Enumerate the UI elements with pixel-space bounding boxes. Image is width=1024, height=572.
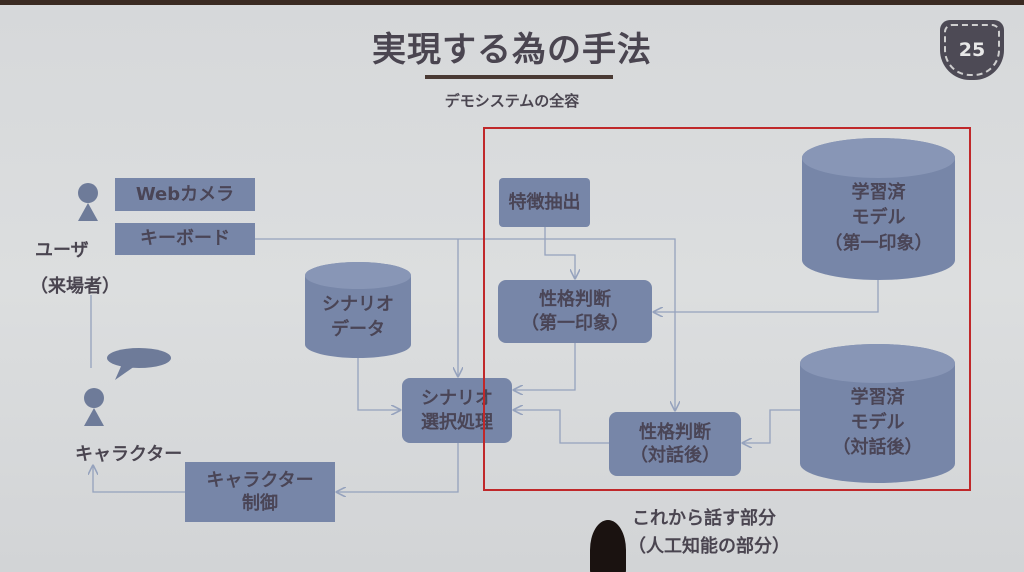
line-model-dialog	[743, 409, 800, 443]
personality-dialog-line2: （対話後）	[630, 445, 720, 466]
personality-dialog-box: 性格判断 （対話後）	[609, 412, 741, 476]
scenario-data-line2: データ	[331, 319, 385, 340]
user-person-icon	[76, 183, 100, 223]
speech-bubble-icon	[107, 348, 171, 380]
line-select-control	[337, 443, 459, 492]
line-model-first	[654, 280, 879, 312]
user-sub-label: （来場者）	[30, 276, 120, 297]
personality-dialog-line1: 性格判断	[639, 421, 711, 443]
model-first-line2: モデル	[851, 207, 906, 229]
line-first-select	[514, 343, 576, 390]
character-control-box: キャラクター 制御	[185, 462, 335, 522]
title-underline	[425, 75, 613, 79]
character-person-icon	[82, 388, 106, 428]
slide-title: 実現する為の手法	[372, 30, 652, 70]
page-number-badge: 25	[940, 20, 1004, 80]
ai-note-line2: （人工知能の部分）	[628, 536, 790, 557]
personality-first-box: 性格判断 （第一印象）	[498, 280, 652, 343]
scenario-select-line2: 選択処理	[421, 411, 493, 433]
character-label: キャラクター	[75, 444, 183, 465]
personality-first-line1: 性格判断	[539, 289, 611, 311]
scenario-data-db: シナリオ データ	[305, 262, 411, 358]
line-keyboard	[255, 238, 675, 410]
line-feature-personality	[544, 227, 575, 278]
personality-first-line2: （第一印象）	[521, 312, 629, 334]
ai-note-line1: これから話す部分	[632, 508, 776, 529]
webcam-box: Webカメラ	[115, 178, 255, 211]
top-edge	[0, 0, 1024, 5]
ai-part-highlight	[483, 127, 971, 491]
line-data-select	[357, 357, 400, 410]
character-control-line2: 制御	[242, 493, 278, 514]
model-dialog-line2: モデル	[850, 411, 905, 433]
feature-extract-box: 特徴抽出	[499, 178, 590, 227]
user-label: ユーザ	[35, 240, 89, 261]
model-dialog-db: 学習済 モデル （対話後）	[800, 344, 955, 483]
keyboard-box: キーボード	[115, 223, 255, 255]
scenario-select-line1: シナリオ	[421, 388, 493, 410]
line-control-character	[93, 466, 185, 493]
model-first-db: 学習済 モデル （第一印象）	[802, 138, 955, 280]
character-control-line1: キャラクター	[206, 469, 314, 491]
slide-subtitle: デモシステムの全容	[444, 92, 580, 110]
model-dialog-line3: （対話後）	[832, 437, 923, 459]
line-dialog-select	[514, 410, 609, 444]
scenario-select-box: シナリオ 選択処理	[402, 378, 512, 443]
model-first-line1: 学習済	[851, 182, 906, 204]
scenario-data-line1: シナリオ	[322, 293, 394, 315]
presenter-head	[590, 520, 626, 572]
model-first-line3: （第一印象）	[824, 232, 933, 254]
model-dialog-line1: 学習済	[850, 386, 905, 408]
